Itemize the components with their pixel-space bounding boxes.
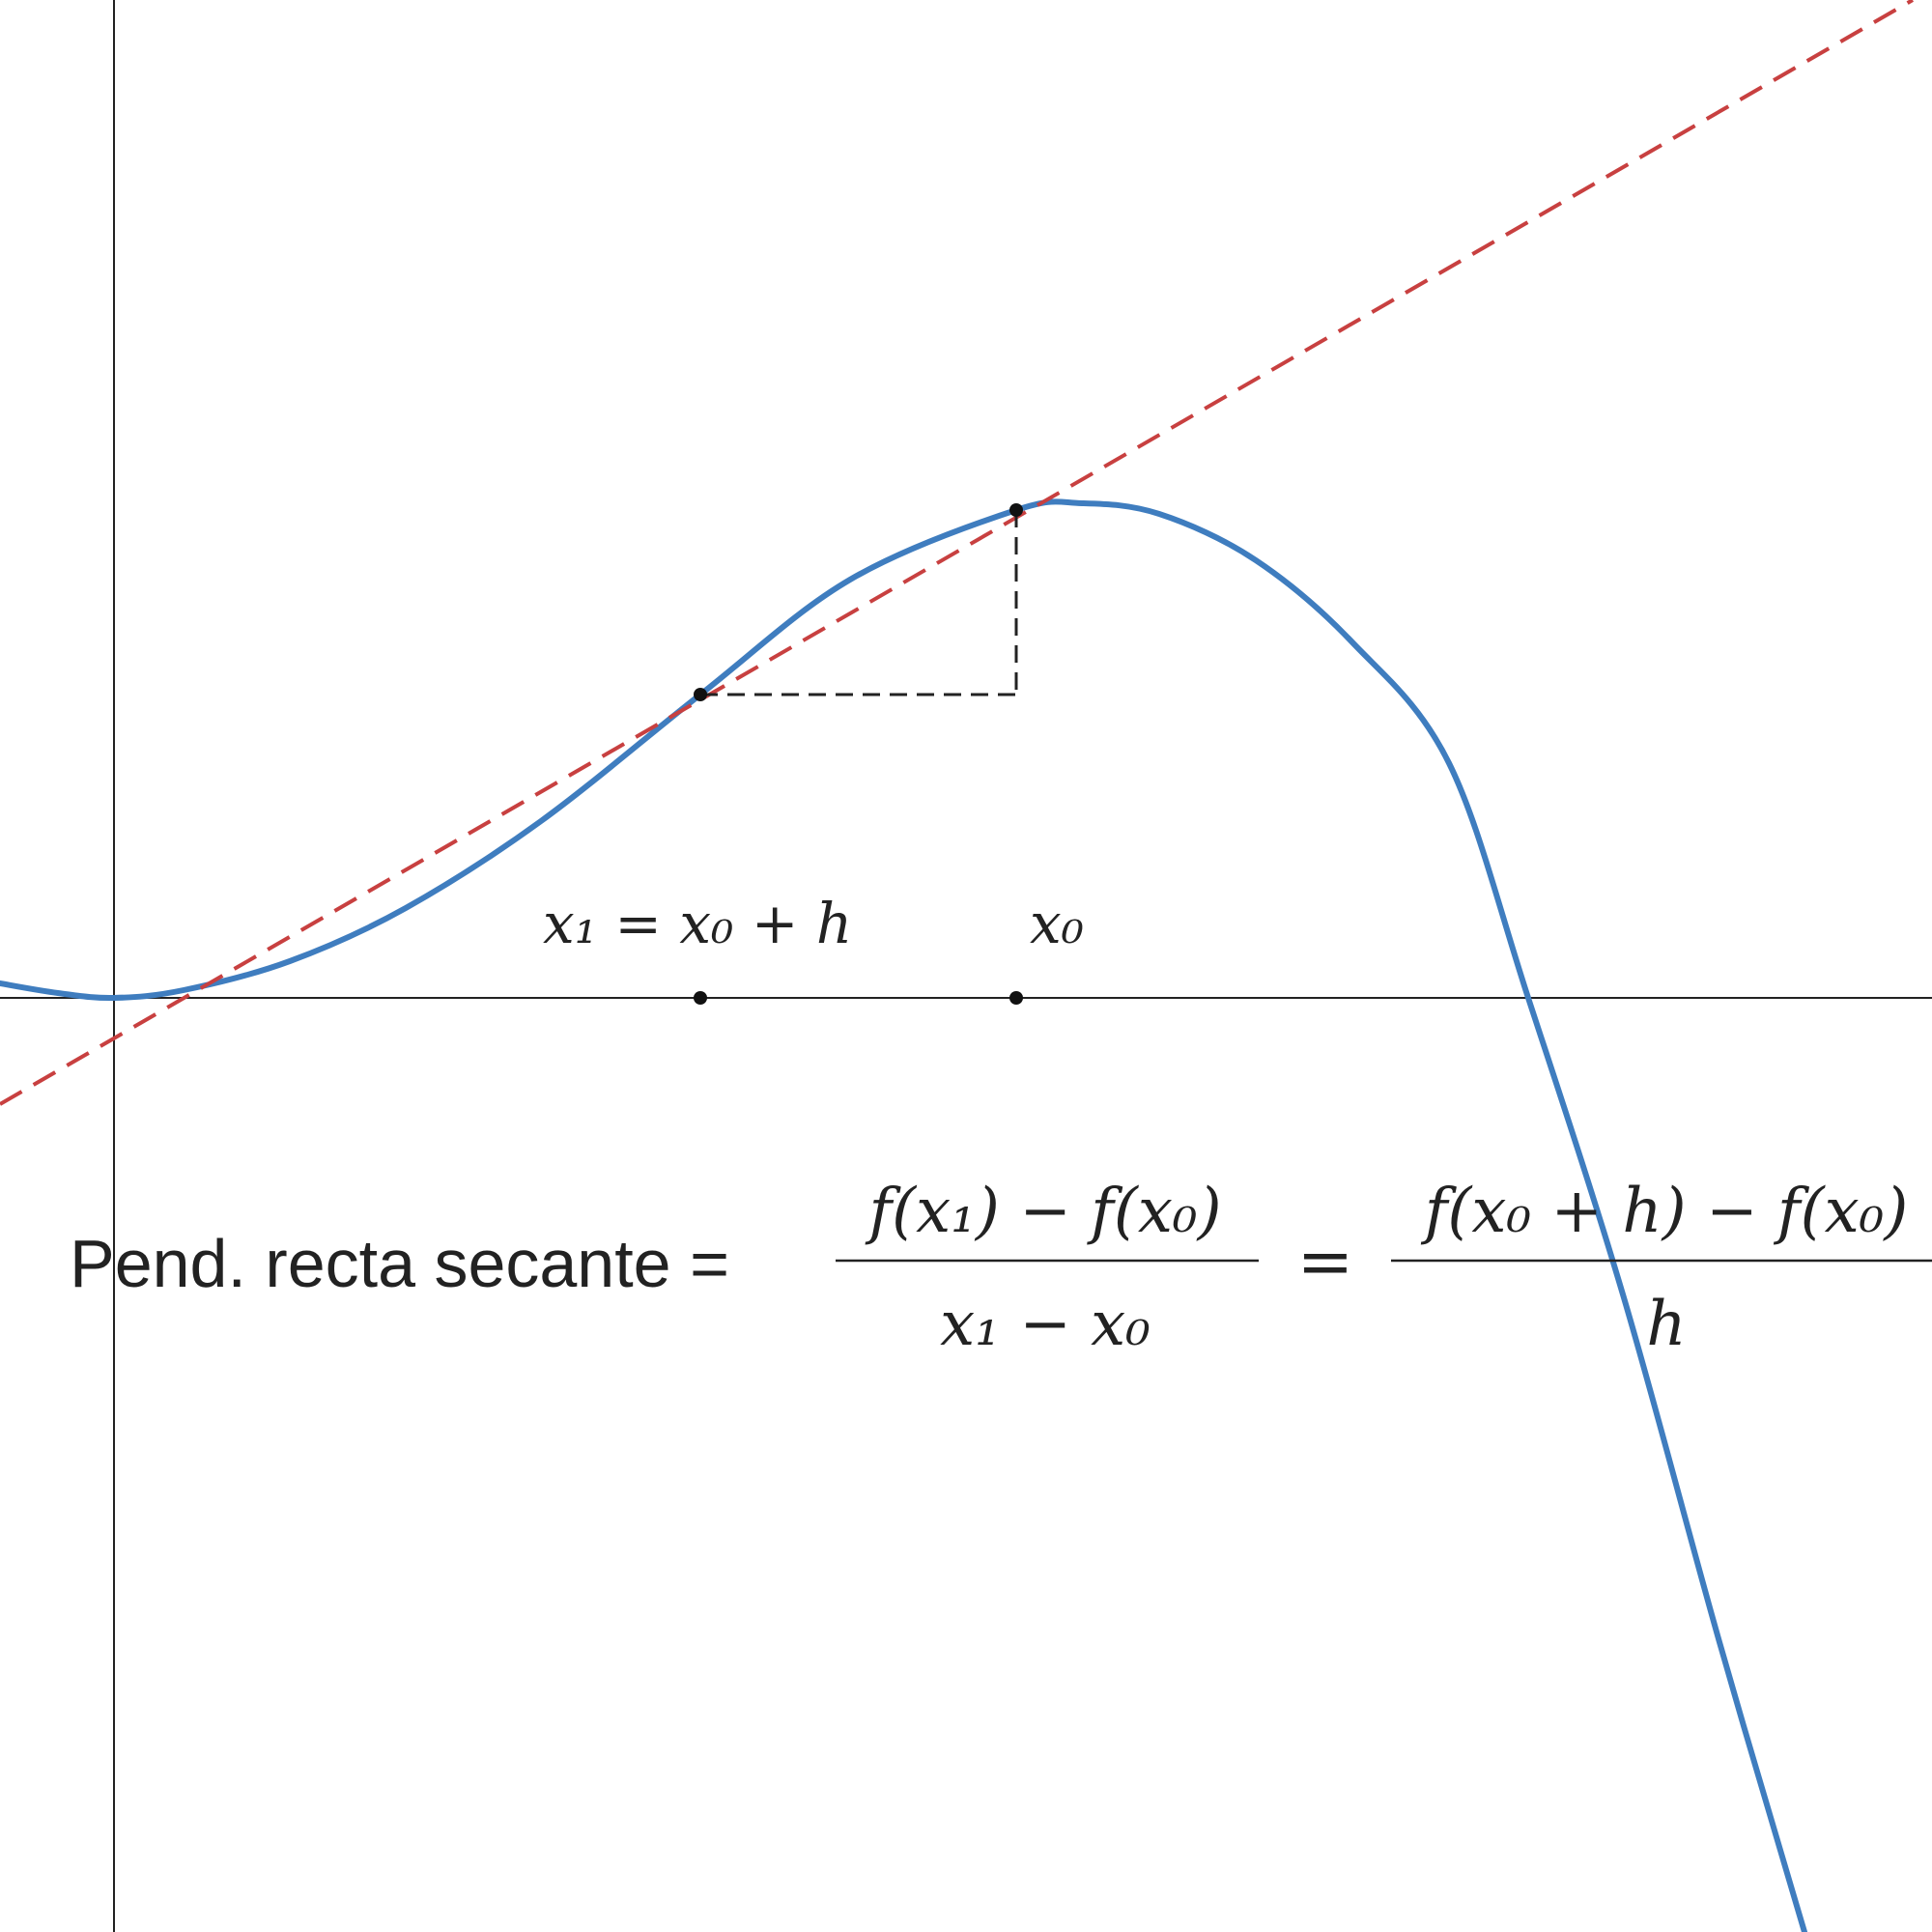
fraction1-denominator: x₁ − x₀ — [940, 1289, 1151, 1360]
function-curve — [0, 498, 1807, 1932]
point-on-axis-x1 — [694, 991, 707, 1005]
point-on-curve-x1 — [694, 688, 707, 701]
x1-expression-label: x₁ = x₀ + h — [543, 891, 852, 956]
fraction2-denominator: h — [1646, 1289, 1686, 1360]
fraction1-numerator: f(x₁) − f(x₀) — [865, 1176, 1221, 1247]
fraction2-numerator: f(x₀ + h) − f(x₀) — [1421, 1176, 1909, 1247]
formula-equals-sign: = — [1297, 1222, 1354, 1301]
point-on-axis-x0 — [1009, 991, 1023, 1005]
x0-label: x₀ — [1030, 891, 1084, 956]
point-on-curve-x0 — [1009, 503, 1023, 517]
formula-lead-text: Pend. recta secante = — [70, 1226, 729, 1301]
secant-line — [0, 0, 1914, 1106]
